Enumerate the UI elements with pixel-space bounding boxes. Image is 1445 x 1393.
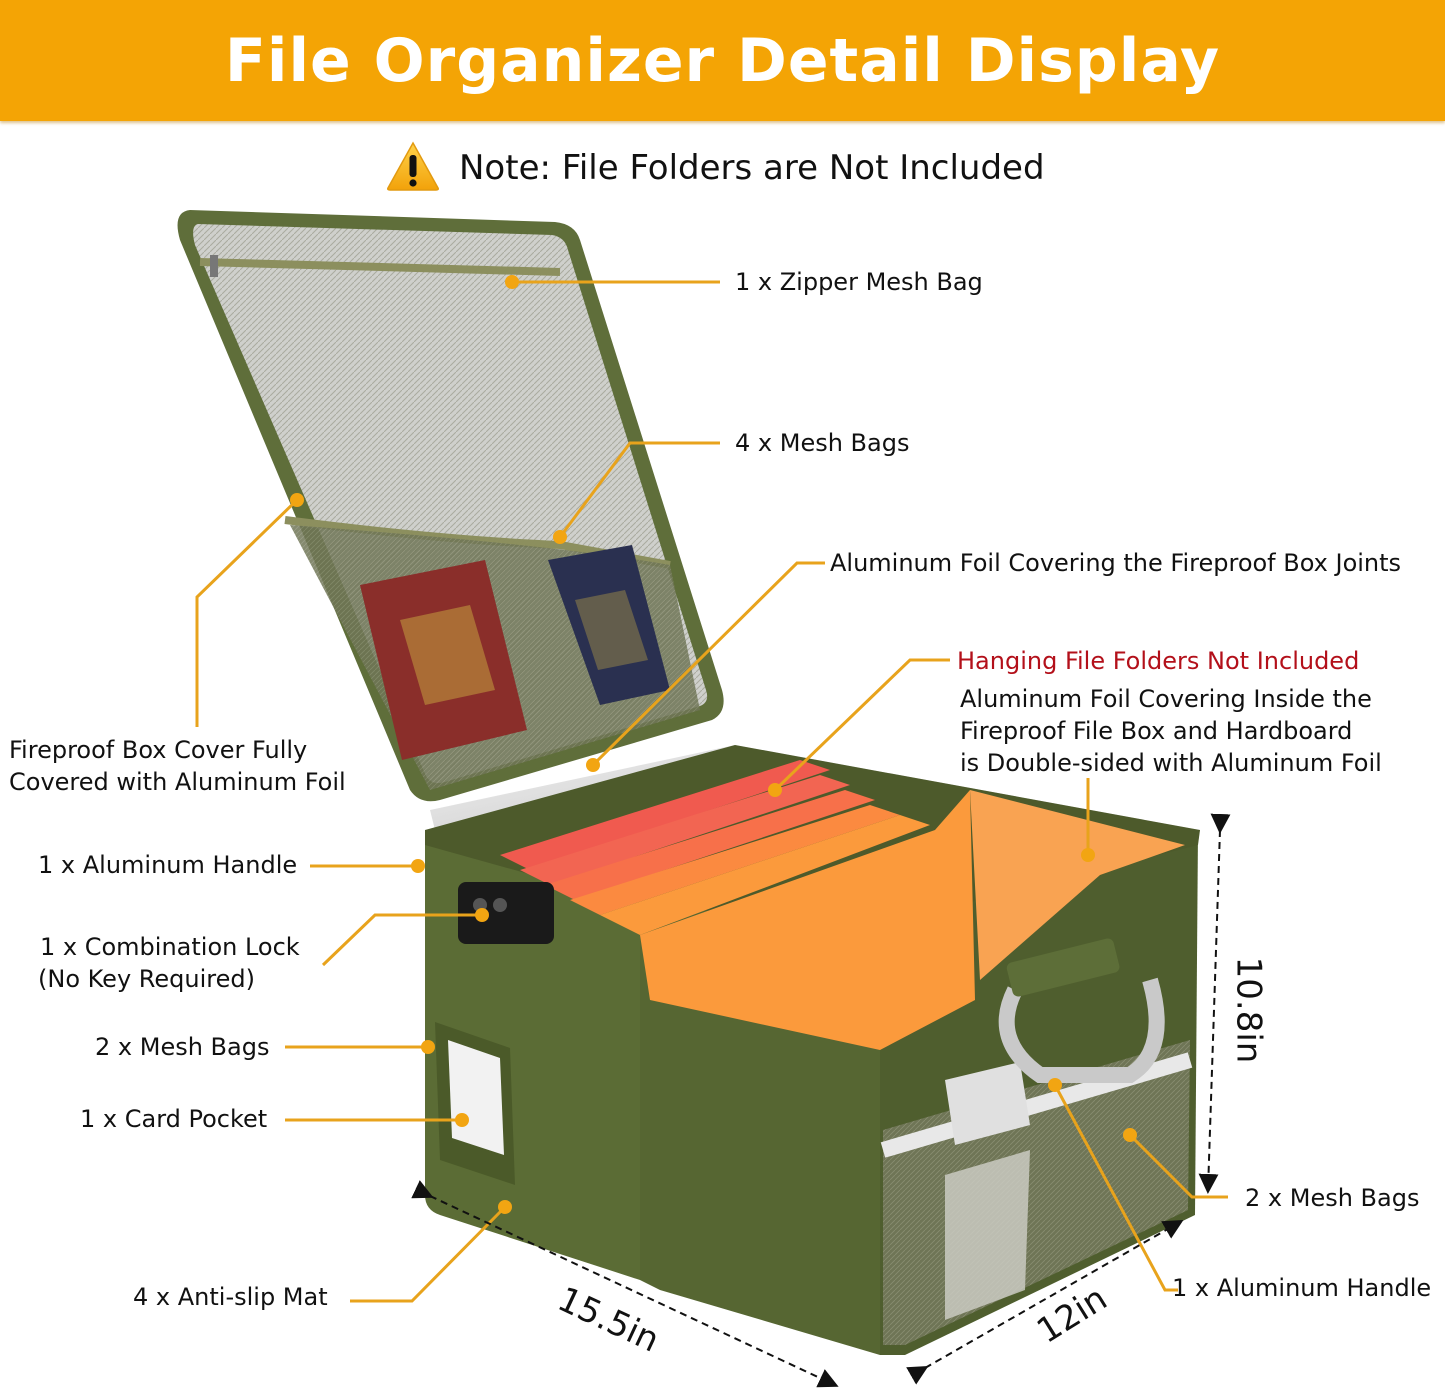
callout-cover-line2: Covered with Aluminum Foil — [9, 768, 346, 796]
callout-front-mesh-bags: 2 x Mesh Bags — [95, 1033, 270, 1061]
page-title: File Organizer Detail Display — [224, 25, 1221, 96]
callout-handle-right: 1 x Aluminum Handle — [1172, 1274, 1432, 1302]
callout-lock-line1: 1 x Combination Lock — [40, 933, 300, 961]
callout-handle-left: 1 x Aluminum Handle — [38, 851, 298, 879]
file-box — [425, 745, 1200, 1355]
callout-foil-inside-line2: Fireproof File Box and Hardboard — [960, 717, 1353, 745]
dimension-height: 10.8in — [1228, 956, 1269, 1064]
lid — [177, 210, 724, 802]
note-text: Note: File Folders are Not Included — [459, 147, 1045, 188]
callout-card-pocket: 1 x Card Pocket — [80, 1105, 268, 1133]
callout-foil-inside-line1: Aluminum Foil Covering Inside the — [960, 685, 1372, 713]
callout-zipper-mesh-bag: 1 x Zipper Mesh Bag — [735, 268, 983, 296]
combination-lock-icon — [458, 882, 554, 944]
header-banner: File Organizer Detail Display — [0, 0, 1445, 121]
callout-lid-mesh-bags: 4 x Mesh Bags — [735, 429, 910, 457]
callout-anti-slip: 4 x Anti-slip Mat — [133, 1283, 328, 1311]
dimension-arrows — [411, 813, 1231, 1388]
callout-side-mesh-bags: 2 x Mesh Bags — [1245, 1184, 1420, 1212]
callout-cover-line1: Fireproof Box Cover Fully — [9, 736, 308, 764]
hanging-folders — [500, 760, 1185, 1050]
callout-hanging-folders-note: Hanging File Folders Not Included — [957, 647, 1360, 675]
warning-triangle-icon — [385, 140, 441, 196]
callout-foil-inside-line3: is Double-sided with Aluminum Foil — [960, 749, 1382, 777]
note-row: Note: File Folders are Not Included — [385, 140, 1045, 195]
callout-lock-line2: (No Key Required) — [38, 965, 255, 993]
callout-foil-joints: Aluminum Foil Covering the Fireproof Box… — [830, 549, 1402, 577]
